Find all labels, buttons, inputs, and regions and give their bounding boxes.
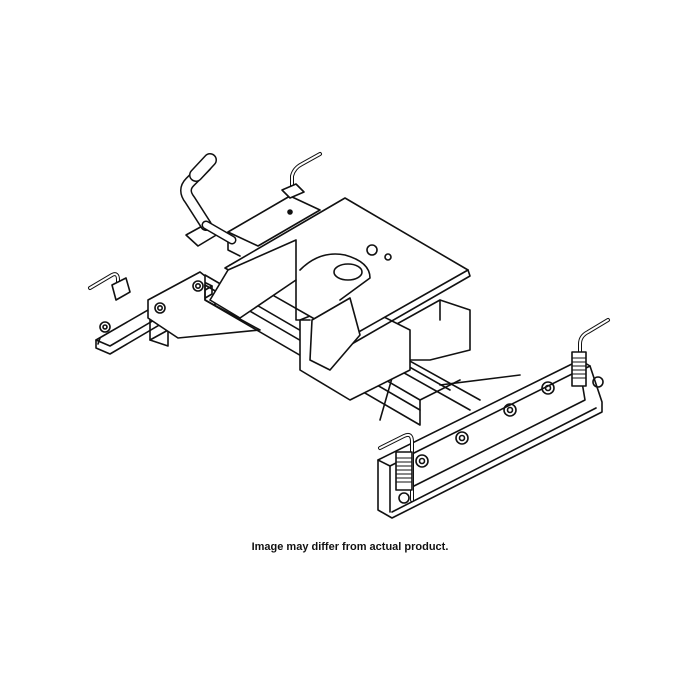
hitch-top-plate xyxy=(210,198,470,370)
disclaimer-caption: Image may differ from actual product. xyxy=(251,541,449,553)
right-side-rail xyxy=(378,320,608,518)
left-mount-bracket xyxy=(148,272,260,338)
release-handle[interactable] xyxy=(186,160,232,240)
rear-lock-pin xyxy=(282,154,320,198)
